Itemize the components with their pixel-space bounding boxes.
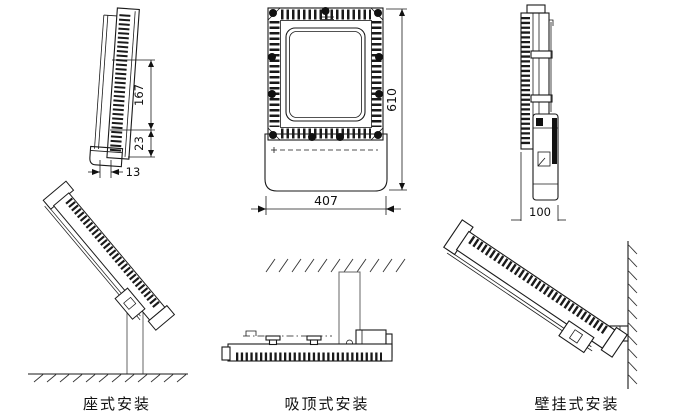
junction-box [264, 133, 388, 192]
front-view: 610 407 [251, 7, 407, 215]
frame-bolts [268, 7, 383, 141]
dim-407: 407 [314, 193, 338, 208]
dim-13-group: 13 [88, 160, 140, 179]
ceiling-hatching [265, 258, 406, 273]
dim-23-group: 23 [128, 130, 155, 158]
ceiling-mount-view: 吸顶式安装 [221, 258, 406, 413]
side-profile-left-view: 167 23 13 [88, 7, 155, 179]
ceiling-light-fixture [221, 329, 393, 362]
pedestal-mount-view: 座式安装 [28, 180, 188, 413]
dim-23: 23 [132, 136, 146, 151]
side-profile-right-view: 100 [511, 4, 566, 221]
side-bottom-box [89, 145, 124, 168]
label-wall-mount: 壁挂式安装 [534, 395, 619, 413]
dim-610-group: 610 [384, 8, 407, 191]
dim-13: 13 [126, 165, 141, 179]
dim-167-group: 167 [110, 59, 155, 131]
dim-100: 100 [529, 205, 551, 219]
dim-407-group: 407 [251, 193, 401, 215]
dim-100-group: 100 [511, 152, 566, 221]
mounting-bracket [532, 113, 559, 201]
wall-mount-view: 壁挂式安装 [443, 219, 638, 413]
ground-hatching [33, 374, 187, 383]
label-pedestal-mount: 座式安装 [83, 395, 151, 413]
wall-light-fixture [443, 219, 628, 358]
lens-glass [285, 27, 366, 122]
side-fins [109, 14, 131, 153]
pedestal-light-fixture [42, 180, 176, 331]
label-ceiling-mount: 吸顶式安装 [284, 395, 369, 413]
dim-167: 167 [132, 84, 146, 106]
dim-610: 610 [384, 88, 399, 112]
wall-hatching [628, 244, 638, 385]
